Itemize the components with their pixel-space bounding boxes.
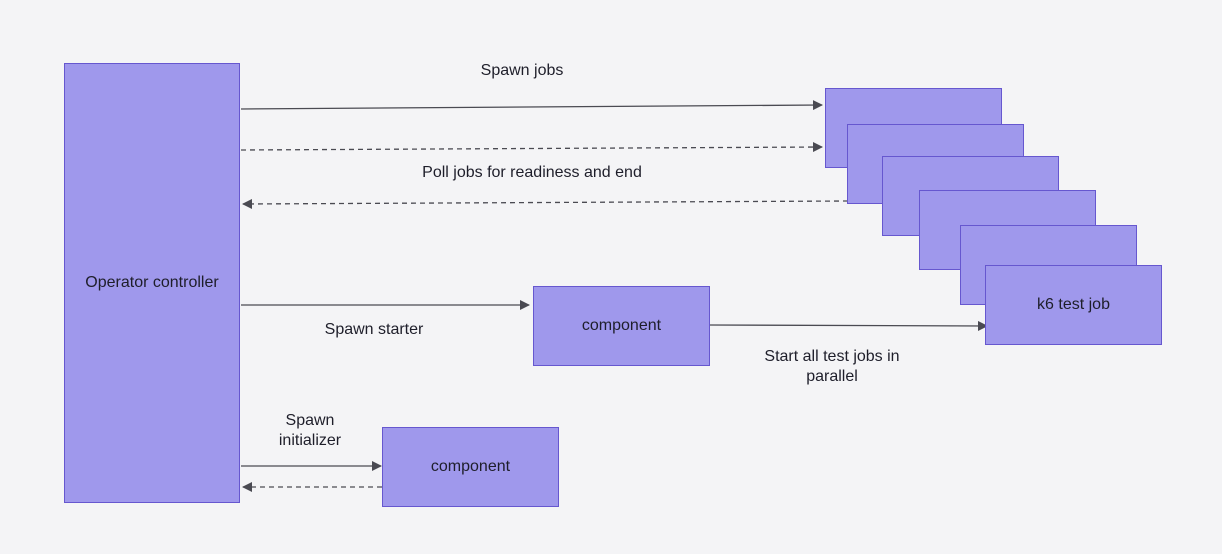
edge-poll-jobs-response [242, 198, 849, 209]
test-job-label: k6 test job [1037, 296, 1110, 313]
edge-spawn-jobs [240, 100, 823, 111]
edge-label-start-all-test-jobs: Start all test jobs in parallel [764, 348, 900, 385]
edge-label-poll-jobs: Poll jobs for readiness and end [422, 164, 642, 181]
starter-component-label: component [581, 317, 662, 334]
initializer-component-label: component [430, 458, 511, 475]
edge-label-spawn-initializer: Spawn initializer [278, 412, 342, 449]
edge-poll-jobs-request [240, 142, 823, 153]
operator-controller-label: Operator controller [85, 274, 219, 291]
initializer-component-node: component [382, 427, 559, 507]
starter-component-node: component [533, 286, 710, 366]
test-job-node: k6 test job [985, 265, 1162, 345]
edge-start-all-test-jobs [708, 320, 988, 331]
edge-label-spawn-jobs: Spawn jobs [480, 62, 564, 79]
edge-label-spawn-starter: Spawn starter [324, 321, 424, 338]
operator-controller-node: Operator controller [64, 63, 240, 503]
